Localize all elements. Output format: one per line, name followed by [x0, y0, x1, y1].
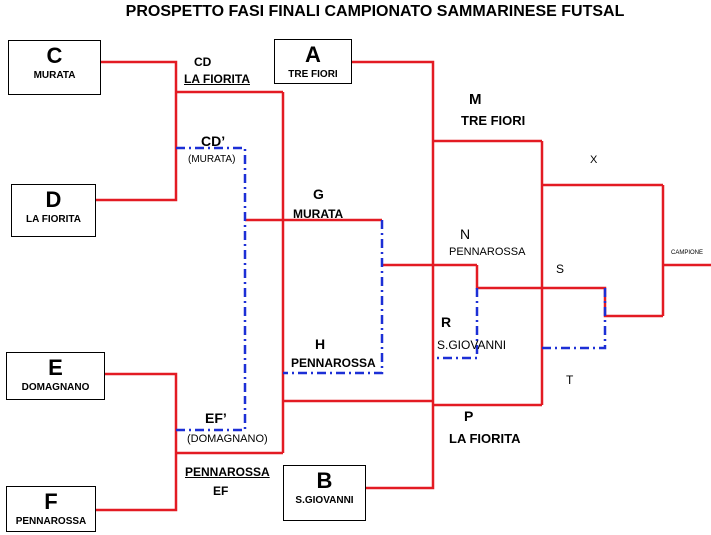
page-title: PROSPETTO FASI FINALI CAMPIONATO SAMMARI… — [125, 3, 625, 20]
node-ef-prime-team: (DOMAGNANO) — [187, 433, 268, 445]
node-r-team: S.GIOVANNI — [437, 338, 507, 352]
node-x-code: X — [590, 154, 598, 166]
line-e-ef — [96, 372, 178, 512]
team-box-b: B S.GIOVANNI — [283, 465, 366, 521]
team-letter: F — [44, 489, 58, 514]
campione-label: CAMPIONE — [671, 250, 704, 256]
node-ef-code: EF — [213, 484, 229, 498]
dash-ef-prime — [176, 398, 247, 432]
node-t-code: T — [566, 373, 574, 387]
node-h-team: PENNAROSSA — [291, 356, 376, 370]
team-name: PENNAROSSA — [15, 516, 87, 527]
team-name: LA FIORITA — [26, 214, 81, 225]
team-box-a: A TRE FIORI — [274, 39, 352, 84]
dash-h — [283, 220, 384, 375]
node-r-code: R — [441, 314, 452, 330]
node-ef-team: PENNAROSSA — [185, 465, 270, 479]
team-name: MURATA — [33, 70, 76, 81]
team-letter: C — [46, 43, 63, 68]
node-cd-prime-team: (MURATA) — [188, 154, 236, 165]
team-name: DOMAGNANO — [21, 382, 90, 393]
team-box-e: E DOMAGNANO — [6, 352, 105, 400]
node-p-team: LA FIORITA — [449, 431, 521, 446]
node-p-code: P — [464, 408, 474, 424]
node-cd-team: LA FIORITA — [184, 72, 250, 86]
node-cd-code: CD — [194, 55, 212, 69]
node-h-code: H — [315, 336, 326, 352]
node-m-team: TRE FIORI — [461, 113, 526, 128]
team-letter: D — [45, 187, 62, 212]
team-letter: A — [305, 42, 321, 67]
team-letter: E — [48, 355, 63, 380]
team-letter: B — [316, 468, 333, 493]
team-box-f: F PENNAROSSA — [6, 486, 96, 532]
dash-cd-prime — [176, 146, 247, 398]
node-g-team: MURATA — [293, 207, 344, 221]
line-c-cd — [96, 60, 178, 202]
node-ef-prime-code: EF’ — [205, 410, 227, 426]
line-n-final — [475, 265, 663, 318]
dash-t — [542, 288, 607, 350]
node-g-code: G — [313, 186, 324, 202]
dash-r — [433, 288, 479, 360]
node-cd-prime-code: CD’ — [201, 133, 226, 149]
node-n-code: N — [460, 226, 471, 242]
line-a-b — [352, 60, 435, 490]
node-m-code: M — [469, 91, 482, 108]
team-name: TRE FIORI — [288, 69, 338, 80]
team-name: S.GIOVANNI — [295, 495, 354, 506]
team-box-d: D LA FIORITA — [11, 184, 96, 237]
team-box-c: C MURATA — [8, 40, 101, 95]
node-s-code: S — [556, 262, 565, 276]
node-n-team: PENNAROSSA — [449, 246, 526, 258]
